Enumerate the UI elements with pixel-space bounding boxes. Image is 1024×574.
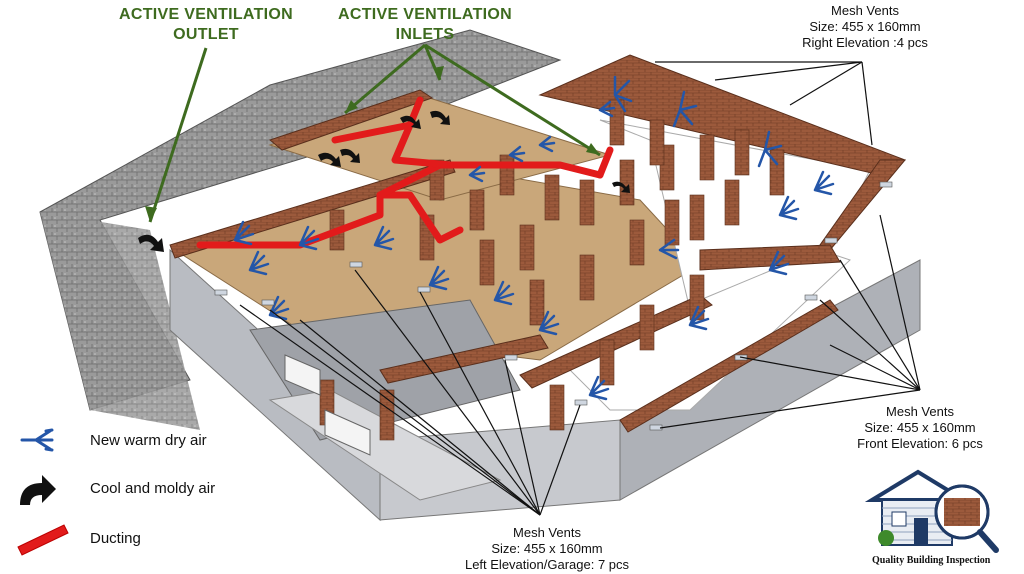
legend-warm-air-label: New warm dry air: [90, 432, 207, 449]
brick-wall-front-lower: [619, 299, 839, 433]
mesh-vents-left-label: Mesh Vents Size: 455 x 160mm Left Elevat…: [447, 525, 647, 573]
mesh-vents-left-title: Mesh Vents: [513, 525, 581, 540]
callout-outlet-line1: ACTIVE VENTILATION: [119, 6, 293, 23]
garage-windows: [284, 354, 371, 456]
roof-edge: [40, 212, 200, 430]
mesh-vent-leader-lines: [239, 61, 921, 516]
mesh-vents-right-label: Mesh Vents Size: 455 x 160mm Right Eleva…: [780, 3, 950, 51]
callout-inlets-line1: ACTIVE VENTILATION: [338, 6, 512, 23]
callout-outlet-line2: OUTLET: [173, 26, 239, 43]
red-duct-icon: [17, 524, 69, 556]
callout-outlet-title: ACTIVE VENTILATION OUTLET: [103, 5, 309, 45]
mesh-vents-left-detail: Left Elevation/Garage: 7 pcs: [464, 557, 630, 572]
mesh-vents-right-detail: Right Elevation :4 pcs: [802, 35, 928, 50]
logo-graphic: [864, 469, 999, 553]
mesh-vents-right-title: Mesh Vents: [831, 3, 899, 18]
brick-wall-front-right: [699, 244, 841, 271]
callout-inlets-line2: INLETS: [395, 26, 455, 43]
warm-air-arrows: [233, 75, 835, 401]
blue-air-arrows-icon: [20, 428, 54, 452]
brick-wall-garage: [379, 334, 549, 384]
brick-wall-upper: [268, 89, 434, 151]
legend-cool-air-label: Cool and moldy air: [90, 480, 216, 497]
mesh-vents-left-size: Size: 455 x 160mm: [491, 541, 603, 556]
brick-piers: [319, 99, 785, 441]
callout-inlets-title: ACTIVE VENTILATION INLETS: [322, 5, 528, 45]
black-curved-arrow-icon: [20, 475, 56, 505]
cool-air-arrows: [138, 110, 630, 252]
mesh-vents-front-size: Size: 455 x 160mm: [864, 420, 976, 435]
mesh-vents-front-label: Mesh Vents Size: 455 x 160mm Front Eleva…: [835, 404, 1005, 452]
logo-text: Quality Building Inspection: [872, 555, 991, 566]
legend-ducting-label: Ducting: [90, 530, 141, 547]
callout-arrowheads-green: [145, 66, 600, 222]
mesh-vents-front-title: Mesh Vents: [886, 404, 954, 419]
mesh-vents-right-size: Size: 455 x 160mm: [809, 19, 921, 34]
mesh-vents-front-detail: Front Elevation: 6 pcs: [857, 436, 983, 451]
